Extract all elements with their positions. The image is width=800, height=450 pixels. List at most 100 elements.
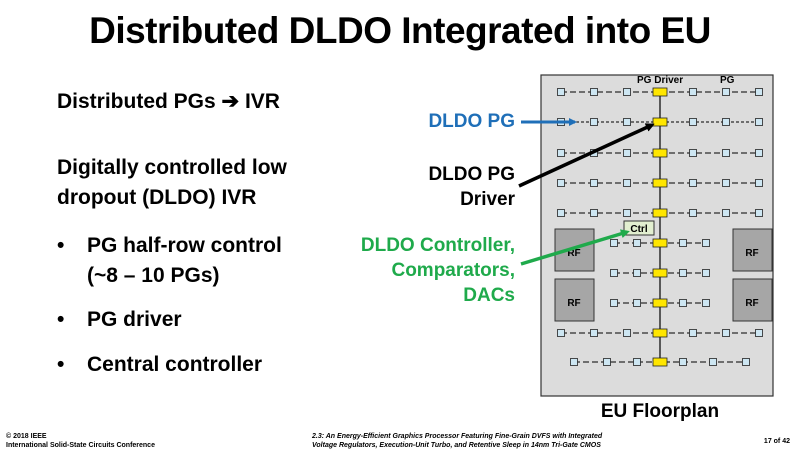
- pg-square: [590, 209, 598, 217]
- pg-square: [689, 179, 697, 187]
- top-label-pg: PG: [720, 75, 735, 86]
- pg-square: [722, 209, 730, 217]
- pg-driver-block: [652, 208, 668, 218]
- rf-block-right-bottom: [732, 278, 773, 322]
- pg-driver-block: [652, 148, 668, 158]
- pg-square: [557, 149, 565, 157]
- pg-rows: [557, 87, 763, 367]
- pg-square: [689, 149, 697, 157]
- pg-square: [610, 269, 618, 277]
- label-dldo-pg-driver-1: DLDO PG: [428, 164, 515, 185]
- pg-square: [755, 209, 763, 217]
- pg-driver-block: [652, 178, 668, 188]
- pg-square: [633, 239, 641, 247]
- pg-square: [755, 118, 763, 126]
- ctrl-label: Ctrl: [630, 224, 647, 235]
- floorplan-caption: EU Floorplan: [601, 401, 719, 422]
- pg-square: [709, 358, 717, 366]
- slide-title: Distributed DLDO Integrated into EU: [89, 10, 711, 51]
- pg-square: [702, 299, 710, 307]
- pg-square: [590, 329, 598, 337]
- pg-square: [722, 118, 730, 126]
- pg-square: [755, 88, 763, 96]
- bullet-text: PG driver: [87, 308, 182, 331]
- pg-square: [590, 118, 598, 126]
- arrow-dldo-pg-driver: [518, 123, 655, 188]
- pg-square: [557, 329, 565, 337]
- top-label-pg-driver: PG Driver: [637, 75, 683, 86]
- pg-square: [755, 179, 763, 187]
- pg-square: [702, 269, 710, 277]
- label-dldo-controller-3: DACs: [463, 285, 515, 306]
- pg-square: [623, 88, 631, 96]
- heading-dldo-line2: dropout (DLDO) IVR: [57, 186, 257, 209]
- pg-square: [623, 209, 631, 217]
- label-dldo-pg: DLDO PG: [428, 111, 515, 132]
- ctrl-box: Ctrl: [623, 220, 655, 236]
- bullet-dot: •: [57, 234, 65, 257]
- label-dldo-pg-driver-2: Driver: [460, 189, 515, 210]
- pg-driver-block: [652, 238, 668, 248]
- pg-square: [590, 179, 598, 187]
- pg-square: [722, 179, 730, 187]
- arrow-dldo-controller: [520, 229, 630, 266]
- pg-square: [679, 358, 687, 366]
- pg-driver-block: [652, 328, 668, 338]
- heading-dldo-line1: Digitally controlled low: [57, 156, 287, 179]
- pg-square: [557, 88, 565, 96]
- pg-square: [679, 269, 687, 277]
- heading-distributed-pgs: Distributed PGs ➔ IVR: [57, 90, 280, 113]
- pg-square: [742, 358, 750, 366]
- footer-paper-title-2: Voltage Regulators, Execution-Unit Turbo…: [312, 442, 601, 449]
- footer-conference: International Solid-State Circuits Confe…: [6, 442, 155, 449]
- rf-label: RF: [745, 298, 758, 309]
- pg-square: [633, 299, 641, 307]
- pg-square: [623, 179, 631, 187]
- pg-square: [590, 88, 598, 96]
- pg-driver-block: [652, 268, 668, 278]
- bullet-text: PG half-row control: [87, 234, 282, 257]
- pg-square: [623, 118, 631, 126]
- pg-square: [755, 329, 763, 337]
- pg-square: [689, 88, 697, 96]
- rf-block-left-bottom: [554, 278, 595, 322]
- pg-square: [679, 299, 687, 307]
- rf-label: RF: [567, 248, 580, 259]
- pg-square: [722, 329, 730, 337]
- footer-paper-title-1: 2.3: An Energy-Efficient Graphics Proces…: [312, 433, 603, 440]
- pg-square: [610, 299, 618, 307]
- pg-square: [689, 209, 697, 217]
- bullet-text-cont: (~8 – 10 PGs): [87, 264, 220, 287]
- pg-square: [722, 149, 730, 157]
- rf-label: RF: [745, 248, 758, 259]
- rf-block-right-top: [732, 228, 773, 272]
- pg-square: [679, 239, 687, 247]
- pg-square: [603, 358, 611, 366]
- footer-page-number: 17 of 42: [763, 438, 790, 445]
- pg-square: [689, 118, 697, 126]
- footer-copyright: © 2018 IEEE: [6, 433, 47, 440]
- pg-square: [623, 149, 631, 157]
- pg-square: [702, 239, 710, 247]
- pg-square: [689, 329, 697, 337]
- pg-square: [557, 179, 565, 187]
- pg-square: [557, 209, 565, 217]
- pg-driver-block: [652, 357, 668, 367]
- label-dldo-controller-1: DLDO Controller,: [360, 235, 515, 256]
- bullet-dot: •: [57, 308, 65, 331]
- pg-square: [755, 149, 763, 157]
- pg-driver-block: [652, 298, 668, 308]
- pg-driver-block: [652, 87, 668, 97]
- pg-square: [610, 239, 618, 247]
- label-dldo-controller-2: Comparators,: [391, 260, 515, 281]
- pg-square: [570, 358, 578, 366]
- pg-square: [633, 358, 641, 366]
- bullet-dot: •: [57, 353, 65, 376]
- pg-driver-block: [652, 117, 668, 127]
- pg-square: [623, 329, 631, 337]
- rf-label: RF: [567, 298, 580, 309]
- pg-square: [722, 88, 730, 96]
- pg-square: [633, 269, 641, 277]
- bullet-text: Central controller: [87, 353, 263, 376]
